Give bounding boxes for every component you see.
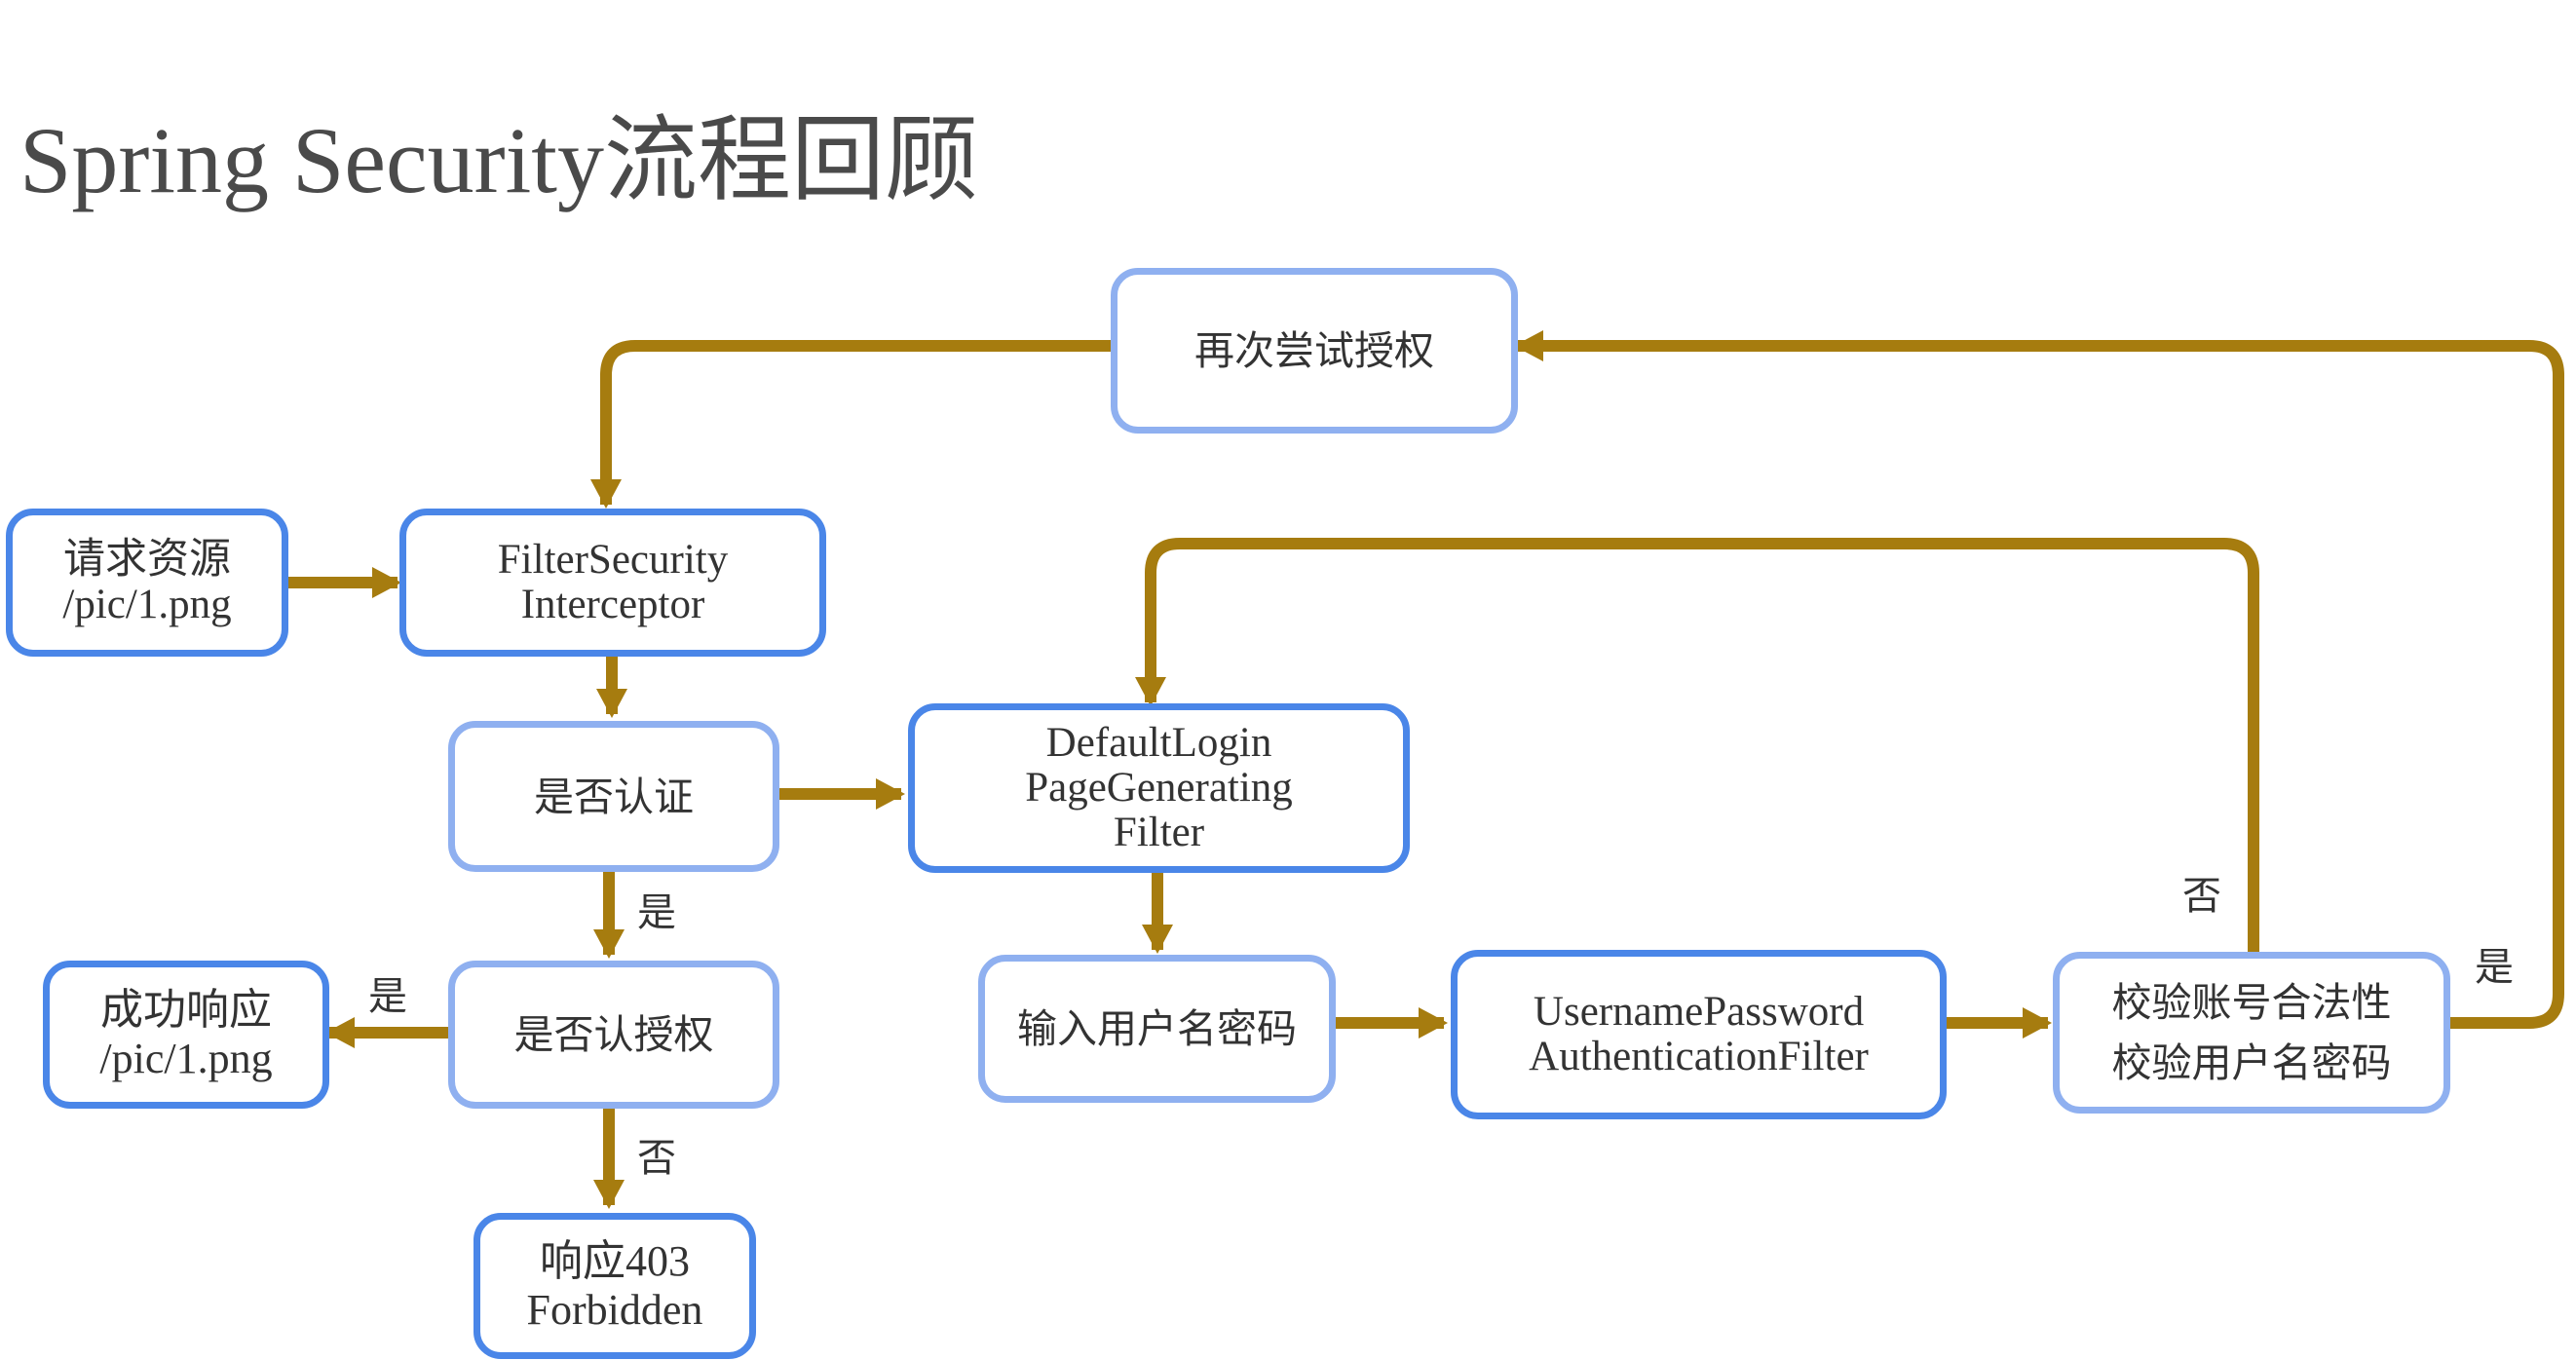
node-username-password-filter: UsernamePassword AuthenticationFilter [1451,950,1947,1119]
node-label: 是否认授权 [513,1011,714,1058]
node-label: 响应403 [540,1237,690,1285]
edge-label-validate-no: 否 [2182,874,2221,919]
node-label: 输入用户名密码 [1017,1005,1297,1052]
edge-retry-to-filter [590,340,1111,509]
node-label: /pic/1.png [62,582,232,627]
node-response-403: 响应403 Forbidden [474,1213,756,1359]
node-input-credentials: 输入用户名密码 [978,955,1336,1103]
node-label: UsernamePassword [1533,989,1865,1035]
edge-validate-yes-to-retry [1514,330,2564,1029]
node-label: AuthenticationFilter [1529,1034,1869,1079]
node-label: Interceptor [520,582,705,627]
node-label: /pic/1.png [99,1035,273,1082]
node-is-authenticated: 是否认证 [448,721,779,872]
node-validate-credentials: 校验账号合法性 校验用户名密码 [2053,952,2450,1114]
edge-label-authenticated-yes: 是 [637,890,676,935]
node-retry-authorization: 再次尝试授权 [1111,268,1518,434]
node-default-login-page-filter: DefaultLogin PageGenerating Filter [908,703,1410,873]
node-label: PageGenerating [1025,765,1293,811]
edge-validate-no-to-login [1135,538,2259,952]
node-label: 再次尝试授权 [1194,327,1434,374]
node-request-resource: 请求资源 /pic/1.png [6,509,288,657]
node-label: 请求资源 [63,537,231,583]
node-success-response: 成功响应 /pic/1.png [43,961,329,1109]
node-label: 校验账号合法性 [2111,979,2392,1026]
node-label: Filter [1113,810,1205,855]
node-label: Forbidden [526,1286,703,1334]
node-filter-security-interceptor: FilterSecurity Interceptor [399,509,826,657]
node-label: DefaultLogin [1045,720,1272,766]
page-title: Spring Security流程回顾 [19,108,978,212]
node-label: 是否认证 [534,773,694,820]
node-label: 校验用户名密码 [2111,1039,2392,1086]
node-label: FilterSecurity [497,537,729,583]
edge-label-authorized-no: 否 [637,1136,676,1181]
edge-label-authorized-yes: 是 [368,974,407,1019]
node-is-authorized: 是否认授权 [448,961,779,1109]
node-label: 成功响应 [100,986,272,1034]
edge-label-validate-yes: 是 [2475,945,2514,990]
